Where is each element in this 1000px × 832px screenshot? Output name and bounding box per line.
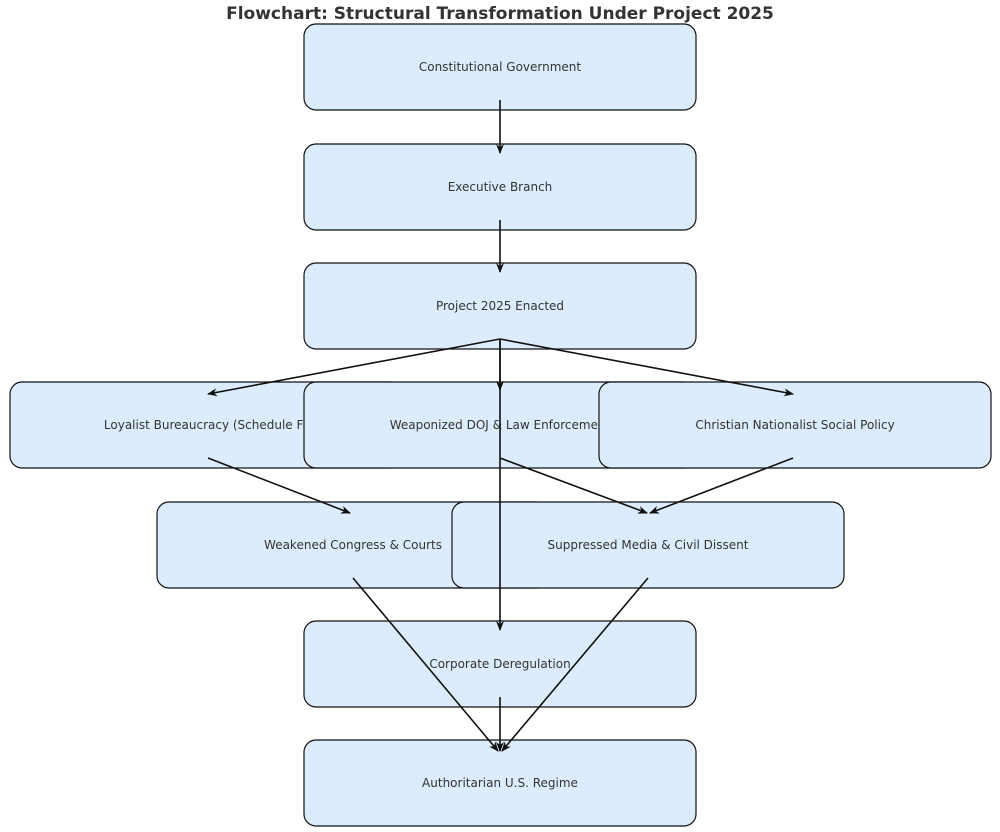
arrow-enacted-to-loyalist	[207, 338, 501, 397]
arrow-doj-to-media	[499, 457, 648, 514]
arrow-loyalist-to-congress	[207, 457, 351, 514]
node-label: Executive Branch	[448, 180, 553, 194]
node-box	[451, 501, 845, 589]
node-congress: Weakened Congress & Courts	[156, 501, 550, 589]
node-christian: Christian Nationalist Social Policy	[598, 381, 992, 469]
node-regime: Authoritarian U.S. Regime	[303, 739, 697, 827]
node-label: Weakened Congress & Courts	[264, 538, 442, 552]
node-label: Constitutional Government	[419, 60, 582, 74]
node-label: Corporate Deregulation	[429, 657, 570, 671]
node-box	[598, 381, 992, 469]
node-enacted: Project 2025 Enacted	[303, 262, 697, 350]
node-label: Christian Nationalist Social Policy	[695, 418, 894, 432]
node-label: Suppressed Media & Civil Dissent	[548, 538, 749, 552]
arrow-christian-to-media	[649, 457, 794, 514]
diagram-title: Flowchart: Structural Transformation Und…	[226, 4, 774, 24]
arrow-congress-to-regime	[352, 577, 499, 752]
node-executive: Executive Branch	[303, 143, 697, 231]
node-label: Authoritarian U.S. Regime	[422, 776, 578, 790]
arrow-enacted-to-christian	[499, 338, 794, 397]
node-label: Loyalist Bureaucracy (Schedule F)	[104, 418, 308, 432]
arrow-media-to-regime	[501, 577, 649, 752]
node-media: Suppressed Media & Civil Dissent	[451, 501, 845, 589]
node-corporate: Corporate Deregulation	[303, 620, 697, 708]
node-label: Project 2025 Enacted	[436, 299, 564, 313]
node-constitutional: Constitutional Government	[303, 23, 697, 111]
